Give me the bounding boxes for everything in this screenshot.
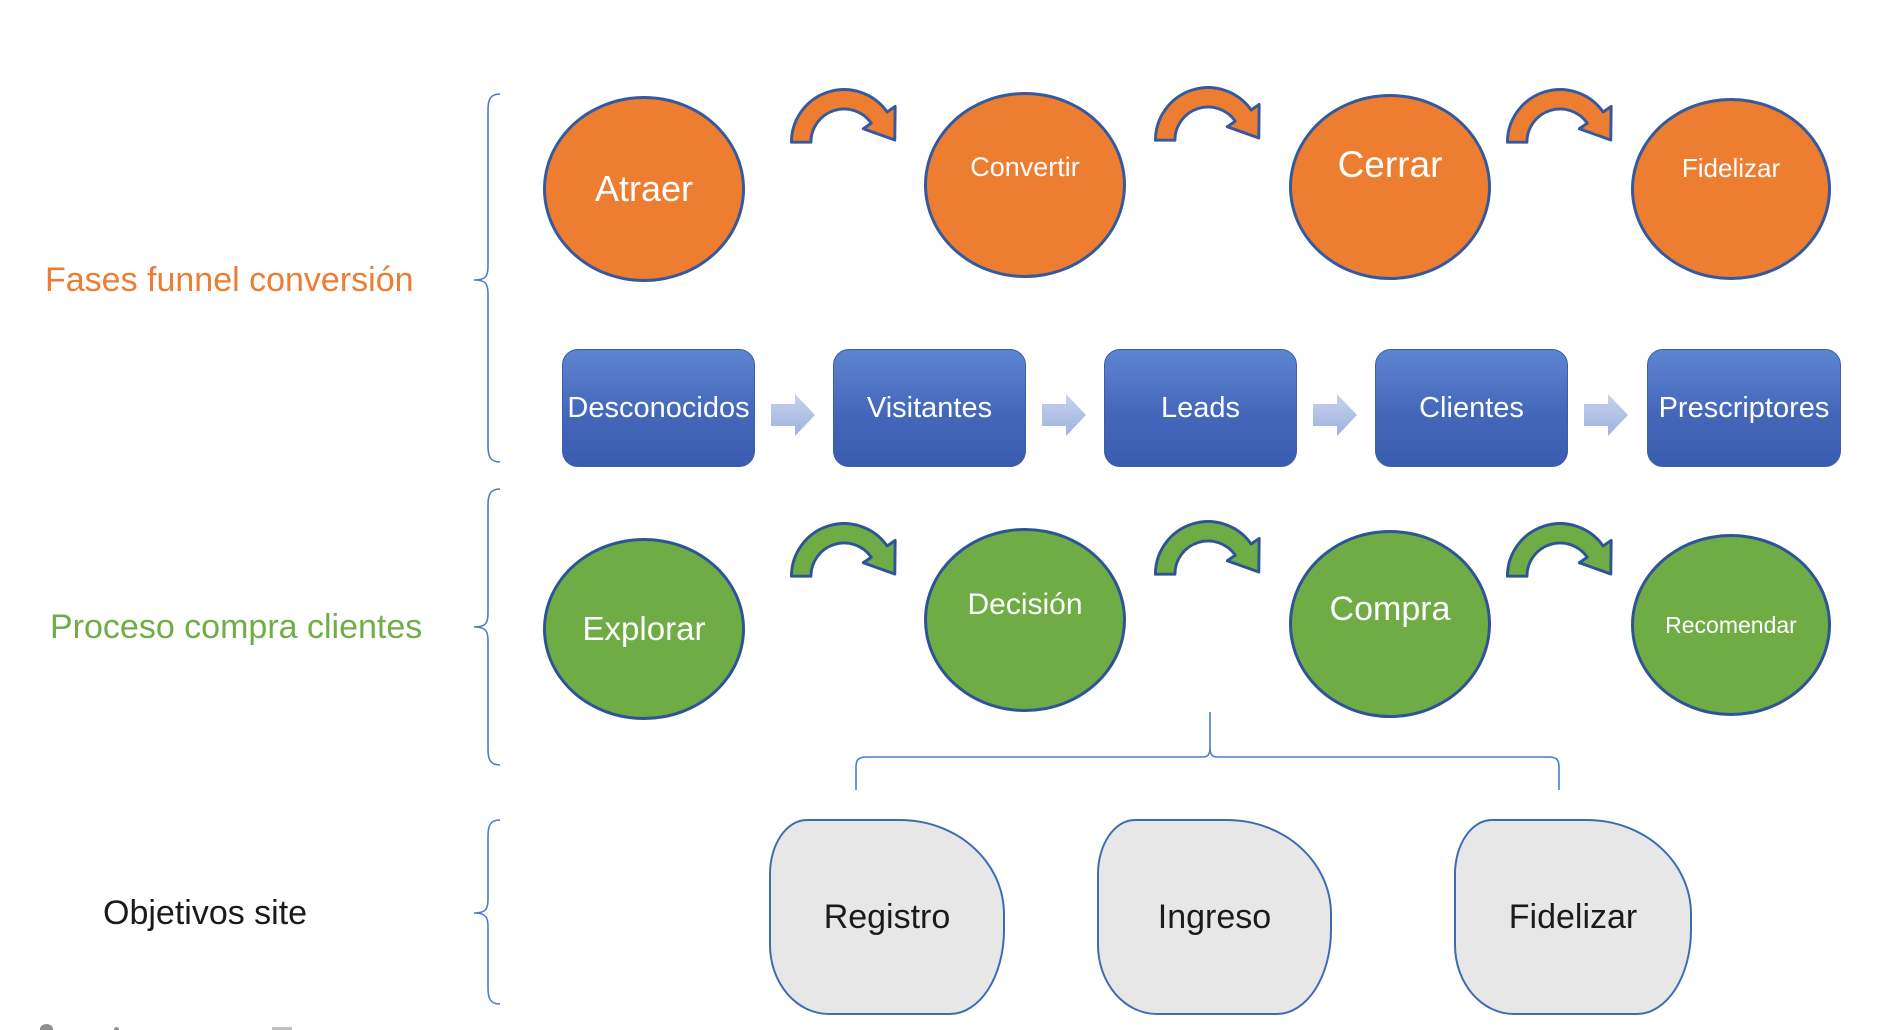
objectives-group-brace [473,819,501,1005]
funnel-stage-cerrar: Cerrar [1289,94,1491,280]
funnel-stage-atraer: Atraer [543,96,745,282]
right-arrow-icon [771,394,815,436]
stage-label: Fidelizar [1508,897,1638,936]
cropped-text-fragment [272,1027,292,1030]
stage-label: Clientes [1419,391,1524,424]
right-arrow-icon [1042,394,1086,436]
stage-label: Ingreso [1157,897,1272,936]
stage-label: Prescriptores [1658,391,1830,424]
objective-registro: Registro [769,819,1005,1015]
curved-arrow-icon [1153,86,1261,142]
stage-label: Decisión [967,588,1083,621]
purchase-row-label: Proceso compra clientes [50,608,423,646]
audience-stage-prescriptores: Prescriptores [1647,349,1841,467]
funnel-row-label: Fases funnel conversión [45,261,414,299]
stage-label: Leads [1160,391,1240,424]
cropped-text-fragment [114,1027,119,1030]
stage-label: Recomendar [1665,611,1797,638]
purchase-stage-explorar: Explorar [543,538,745,720]
stage-label: Visitantes [866,391,993,424]
audience-stage-desconocidos: Desconocidos [562,349,755,467]
right-arrow-icon [1313,394,1357,436]
stage-label: Desconocidos [567,391,750,424]
right-arrow-icon [1584,394,1628,436]
curved-arrow-icon [789,522,897,578]
purchase-stage-decision: Decisión [924,528,1126,712]
cropped-text-fragment [40,1024,53,1030]
stage-label: Explorar [582,610,706,647]
objectives-row-label: Objetivos site [103,894,308,932]
funnel-group-brace [473,93,501,463]
objective-ingreso: Ingreso [1097,819,1332,1015]
curved-arrow-icon [1505,88,1613,144]
audience-stage-leads: Leads [1104,349,1297,467]
purchase-stage-recomendar: Recomendar [1631,534,1831,716]
stage-label: Convertir [970,151,1080,182]
curved-arrow-icon [789,88,897,144]
stage-label: Cerrar [1337,144,1443,185]
objectives-horizontal-brace [855,712,1560,790]
stage-label: Compra [1329,589,1451,628]
purchase-stage-compra: Compra [1289,530,1491,718]
curved-arrow-icon [1505,522,1613,578]
funnel-stage-fidelizar: Fidelizar [1631,98,1831,280]
stage-label: Registro [823,897,951,936]
funnel-stage-convertir: Convertir [924,92,1126,278]
stage-label: Fidelizar [1681,152,1781,183]
audience-stage-clientes: Clientes [1375,349,1568,467]
curved-arrow-icon [1153,520,1261,576]
purchase-group-brace [473,488,501,766]
audience-stage-visitantes: Visitantes [833,349,1026,467]
stage-label: Atraer [594,168,694,209]
objective-fidelizar: Fidelizar [1454,819,1692,1015]
